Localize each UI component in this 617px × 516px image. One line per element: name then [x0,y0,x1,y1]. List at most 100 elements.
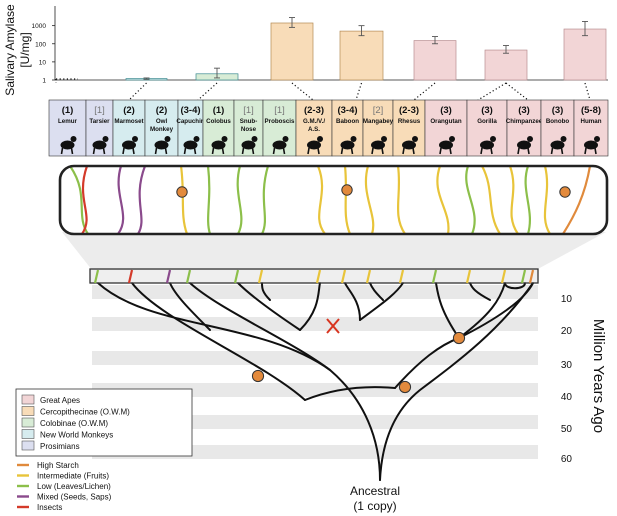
species-copy-number: [1] [274,105,285,116]
branch-line [117,166,125,234]
branch-line [179,166,189,234]
species-name: Marmoset [114,118,143,125]
species-name: Nose [241,126,257,133]
tip-stub [93,269,100,284]
tree-branch [261,282,271,301]
species-name: Bonobo [546,118,570,125]
legend-swatch [21,417,35,428]
species-copy-number: (5-8) [581,105,601,116]
species-name: Lemur [58,118,78,125]
silhouette-head [317,136,323,142]
tip-stub [431,269,438,284]
silhouette-head [412,136,418,142]
silhouette-legs [340,147,354,155]
species-copy-number: [1] [94,105,105,116]
magnifier-frame-fill [60,166,607,234]
tree-branch [369,282,384,301]
silhouette-legs [584,147,597,155]
branch-line [543,166,551,234]
y-axis-label-line2: [U/mg] [18,32,32,67]
branch-line [524,166,532,234]
silhouette-body [340,140,355,150]
tip-stub [185,269,192,284]
time-band [92,383,538,397]
tip-stub [500,269,507,284]
tree-branch [469,282,491,301]
branch-line [465,166,476,234]
tree-branch [237,282,301,331]
duplication-event-marker [251,369,265,383]
silhouette-body [183,140,198,150]
species-name: Capuchin [176,118,204,125]
time-tick-label: 30 [561,360,573,371]
silhouette-body [92,140,107,150]
silhouette-body [307,140,321,150]
legend-diet-label: Intermediate (Fruits) [37,472,109,481]
y-axis-label-line1: Salivary Amylase [3,4,17,96]
species-copy-number: (3-4) [180,105,200,116]
time-band [92,415,538,429]
branch-line [206,166,212,234]
time-tick-label: 40 [561,392,573,403]
silhouette-legs [402,147,415,155]
silhouette-legs [550,147,564,155]
legend-group-label: Colobinae (O.W.M) [40,419,108,428]
branch-line [81,166,89,234]
primate-silhouette-icon [480,136,496,155]
species-copy-number: (3-4) [337,105,357,116]
species-name: Proboscis [265,118,295,125]
y-tick-label: 1 [42,78,46,85]
silhouette-body [402,140,416,150]
tip-stub [165,269,172,284]
legend-group-label: Cercopithecinae (O.W.M) [40,408,130,417]
phylogenetic-tree [97,282,534,481]
legend-swatch [21,429,35,439]
primate-silhouette-icon [154,136,171,155]
silhouette-legs [154,147,168,155]
legend-group-label: New World Monkeys [40,431,113,440]
tree-branch [304,386,396,401]
duplication-event-marker [452,331,466,345]
tree-branch [435,282,460,339]
species-copy-number: [1] [243,105,254,116]
species-name: Tarsier [89,118,110,125]
magnifier-shading [62,232,606,270]
duplication-event-marker [341,184,353,196]
silhouette-body [480,140,494,150]
bar-connector-line [355,82,363,101]
silhouette-head [594,136,600,142]
tip-stub [315,269,322,284]
silhouette-head [282,136,289,142]
silhouette-head [102,136,109,142]
tree-branch [169,282,211,331]
bar [563,28,607,81]
species-name: A.S. [308,126,320,133]
magnified-branches [69,166,592,234]
species-name: Baboon [336,118,359,125]
tip-stubs [93,269,535,284]
time-band [92,445,538,459]
silhouette-legs [211,147,225,155]
legend-diet-label: Low (Leaves/Lichen) [37,482,111,491]
bar-connector-line [505,82,529,101]
time-tick-label: 60 [561,454,573,465]
error-bar [582,21,588,37]
primate-silhouette-icon [122,136,138,155]
silhouette-legs [92,147,106,155]
branch-line [137,166,147,234]
silhouette-legs [307,147,320,155]
species-name: G.M./V./ [303,118,325,125]
species-copy-number: [2] [373,105,384,116]
species-name: Mangabey [363,118,394,125]
tip-stub [233,269,240,284]
silhouette-body [154,140,169,150]
silhouette-legs [480,147,493,155]
branch-line [316,166,326,234]
branch-line [396,166,406,234]
y-tick-label: 1000 [32,23,47,30]
species-copy-number: (3) [440,105,452,116]
silhouette-body [122,140,136,150]
